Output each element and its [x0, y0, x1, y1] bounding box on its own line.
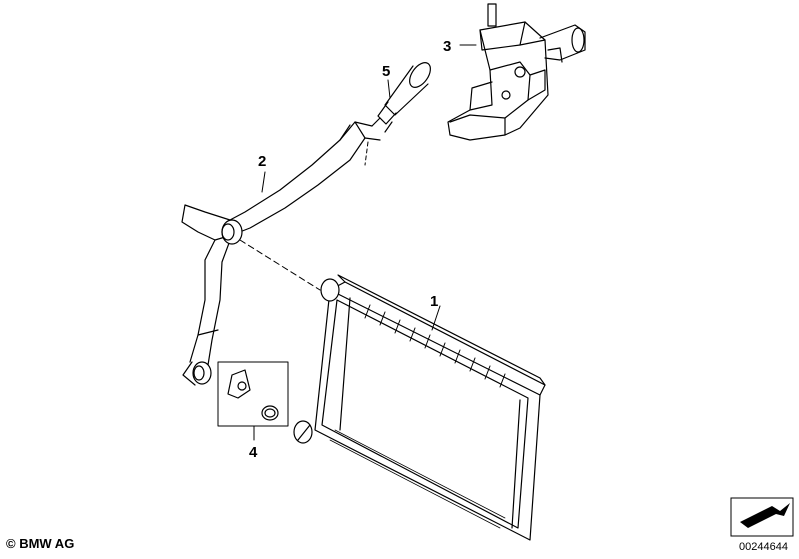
callout-4: 4	[249, 444, 258, 461]
leader-line-1	[431, 305, 441, 331]
copyright-text: © BMW AG	[6, 536, 75, 551]
coupling-part-5	[371, 62, 431, 133]
heater-core-part-1	[293, 274, 546, 541]
callout-5: 5	[382, 63, 390, 80]
leader-line-2	[261, 171, 266, 193]
callout-2: 2	[258, 153, 266, 170]
leader-line-5	[387, 79, 391, 99]
forward-arrow-icon[interactable]	[730, 497, 794, 537]
document-number: 00244644	[739, 541, 788, 553]
callout-1: 1	[430, 293, 438, 310]
assembly-line	[239, 239, 321, 291]
valve-bracket-part-3	[447, 3, 586, 141]
clip-part-4	[217, 361, 289, 427]
pipe-part-2	[181, 121, 381, 386]
callout-3: 3	[443, 38, 451, 55]
